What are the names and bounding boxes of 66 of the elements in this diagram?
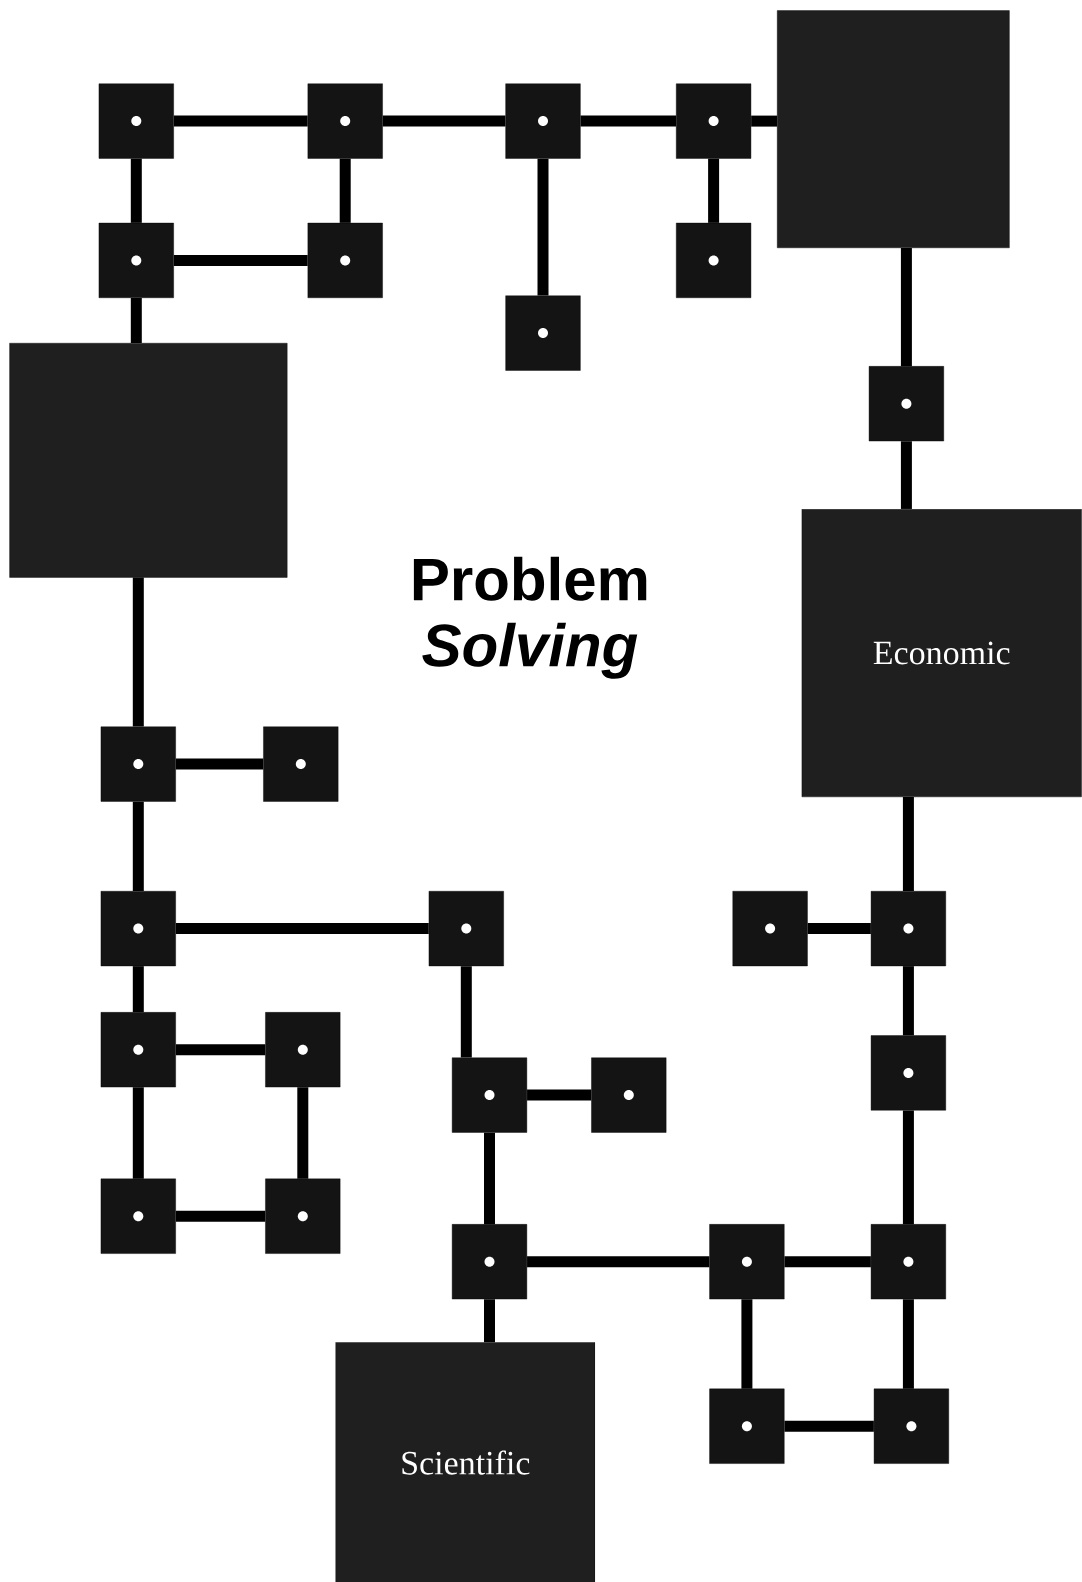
connector-line: [527, 1089, 592, 1101]
junction-square: [868, 366, 944, 442]
connector-line: [580, 115, 677, 127]
junction-square: [676, 83, 752, 159]
junction-square: [873, 1388, 949, 1464]
junction-square: [732, 891, 808, 967]
connector-line: [741, 1299, 753, 1389]
junction-square: [265, 1012, 341, 1088]
connector-line: [173, 115, 308, 127]
junction-square: [263, 726, 339, 802]
junction-square: [870, 1035, 946, 1111]
junction-square: [100, 1012, 176, 1088]
junction-square: [265, 1178, 341, 1254]
connector-line: [130, 158, 142, 223]
junction-square: [505, 295, 581, 371]
connector-line: [175, 923, 429, 935]
junction-square: [676, 222, 752, 298]
connector-line: [175, 758, 264, 770]
junction-square: [505, 83, 581, 159]
connector-line: [484, 1299, 495, 1343]
connector-line: [537, 158, 549, 296]
connector-line: [132, 577, 144, 727]
photo-box: Economic: [801, 508, 1082, 798]
photo-box: [777, 10, 1010, 248]
junction-square: [870, 891, 946, 967]
junction-square: [307, 83, 383, 159]
connector-line: [807, 923, 871, 935]
junction-square: [591, 1057, 667, 1133]
connector-line: [175, 1210, 266, 1222]
connector-line: [900, 441, 912, 509]
junction-square: [451, 1224, 528, 1300]
junction-square: [100, 891, 176, 967]
junction-square: [709, 1388, 785, 1464]
connector-line: [460, 966, 472, 1058]
junction-square: [307, 222, 383, 298]
connector-line: [751, 115, 778, 127]
photo-box: [9, 343, 288, 578]
connector-line: [902, 1299, 914, 1389]
connector-line: [902, 966, 914, 1036]
junction-square: [428, 891, 504, 967]
connector-line: [784, 1256, 871, 1268]
connector-line: [902, 797, 914, 892]
connector-line: [339, 158, 351, 223]
connector-line: [382, 115, 506, 127]
connector-line: [708, 158, 720, 223]
connector-line: [173, 254, 308, 266]
junction-square: [870, 1224, 946, 1300]
connector-line: [132, 801, 144, 892]
junction-square: [98, 83, 174, 159]
connector-line: [900, 248, 912, 367]
connector-line: [132, 1087, 144, 1179]
photo-box: Scientific: [335, 1342, 596, 1582]
connector-line: [132, 966, 144, 1013]
junction-square: [451, 1057, 528, 1133]
junction-square: [100, 1178, 176, 1254]
connector-line: [902, 1110, 914, 1225]
junction-square: [98, 222, 174, 298]
junction-square: [100, 726, 176, 802]
junction-square: [709, 1224, 785, 1300]
title: Problem Solving: [413, 556, 647, 679]
connector-line: [297, 1087, 309, 1179]
connector-line: [484, 1132, 495, 1225]
connector-line: [175, 1044, 266, 1056]
connector-line: [527, 1256, 710, 1268]
connector-line: [784, 1420, 874, 1432]
connector-line: [130, 297, 142, 343]
